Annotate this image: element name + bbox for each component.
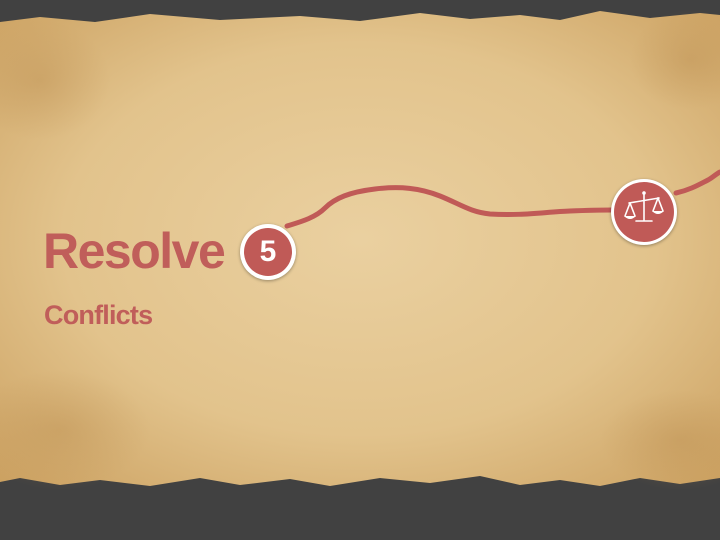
- milestone-badge: [611, 179, 677, 245]
- path-route-continued: [673, 169, 720, 196]
- balance-scale-icon: [624, 191, 664, 222]
- step-badge: 5: [240, 224, 296, 280]
- path-route: [284, 185, 615, 229]
- step-number: 5: [244, 228, 292, 276]
- slide-subtitle: Conflicts: [44, 300, 153, 330]
- slide-title: Resolve: [43, 223, 226, 279]
